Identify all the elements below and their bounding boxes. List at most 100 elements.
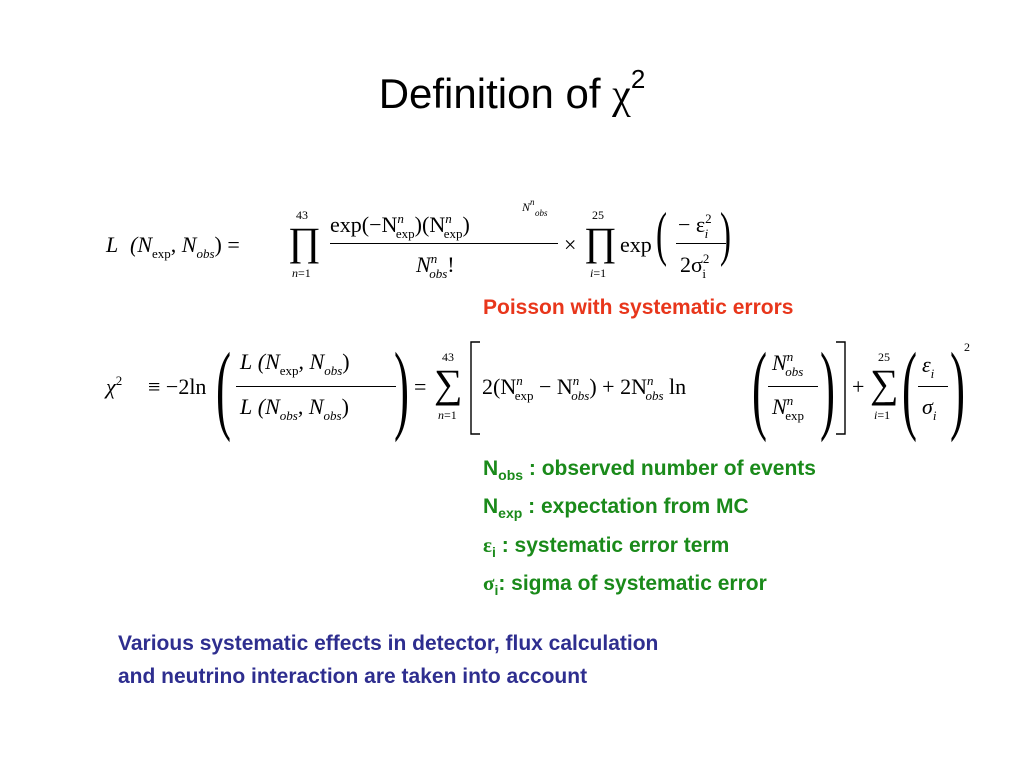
eps-sup: 2 — [705, 211, 712, 226]
prod-upper: 43 — [296, 208, 308, 222]
sup-n-2: n — [445, 211, 452, 226]
comma: , — [170, 232, 177, 257]
big-paren-close: ) — [720, 201, 731, 267]
den-n: N — [308, 394, 324, 419]
prod-lower-1: 1 — [304, 266, 311, 280]
power-sub: obs — [535, 208, 548, 218]
slide-title: Definition of χ2 — [0, 64, 1024, 119]
power-sup: n — [530, 197, 535, 207]
def-sub: i — [491, 544, 496, 560]
num-n: N — [309, 349, 325, 374]
def-sub: exp — [498, 505, 523, 521]
sum-lower-n: n — [438, 408, 444, 422]
def-symbol: σ — [483, 571, 495, 595]
plus-sign: + — [852, 374, 865, 399]
den-open-n: (N — [257, 394, 280, 419]
exp-word: exp — [620, 232, 652, 257]
def-text: : systematic error term — [495, 534, 730, 557]
denominator-n: N — [416, 252, 431, 277]
definition-item: σi: sigma of systematic error — [483, 568, 816, 606]
num-sub-exp: exp — [279, 363, 299, 378]
den-close: ) — [341, 394, 349, 419]
exp-fraction-bar — [676, 243, 726, 244]
minus-n: − N — [539, 374, 573, 399]
sum-symbol-2: ∑ — [870, 361, 899, 406]
close-paren: ) — [214, 232, 222, 257]
ln-den-sub: exp — [785, 408, 804, 423]
prod2-lower-i: i — [590, 266, 594, 280]
def-sub: obs — [498, 467, 524, 483]
sigma-sub: i — [702, 266, 706, 281]
title-power: 2 — [630, 64, 646, 94]
ln-fraction-bar — [768, 386, 818, 387]
product-symbol: ∏ — [288, 219, 321, 264]
prod2-lower-1: 1 — [600, 266, 607, 280]
definition-item: εi : systematic error term — [483, 530, 816, 568]
t3-sup: n — [646, 373, 654, 388]
definition-item: Nexp : expectation from MC — [483, 492, 816, 530]
eps-num: ε — [922, 352, 931, 377]
ln: ln — [669, 374, 687, 399]
t2-sub: obs — [571, 388, 590, 403]
sum2-upper: 25 — [878, 350, 890, 364]
sub-obs: obs — [196, 246, 215, 261]
eps-num-sub: i — [930, 366, 935, 381]
den-sub-obs: obs — [279, 408, 298, 423]
equiv-minus-2ln: ≡ −2ln — [148, 374, 207, 399]
minus-eps: − ε — [678, 212, 706, 237]
numerator-exp: exp(−N — [330, 212, 398, 237]
ln-num-sub: obs — [785, 364, 804, 379]
def-text: : observed number of events — [523, 457, 816, 480]
factorial: ! — [447, 252, 455, 277]
num-comma: , — [298, 349, 305, 374]
def-text: : sigma of systematic error — [498, 572, 767, 595]
den-sub: obs — [429, 266, 448, 281]
t1-sup: n — [516, 373, 523, 388]
right-bracket — [836, 341, 846, 435]
den-sub-obs-2: obs — [323, 408, 342, 423]
note-line-2: and neutrino interaction are taken into … — [118, 665, 588, 688]
den-L: L — [240, 394, 253, 419]
sigma-den: σ — [922, 394, 933, 419]
ln-num-n: N — [772, 350, 787, 375]
sum2-lower-1: 1 — [884, 408, 891, 422]
def-symbol: N — [483, 457, 499, 480]
outer-sup-2: 2 — [964, 340, 970, 354]
ln-den-sup: n — [786, 393, 794, 408]
prod-lower-eq: = — [298, 266, 305, 280]
plus-2n: ) + 2N — [589, 374, 647, 399]
fraction-bar — [330, 243, 558, 244]
times-sign: × — [564, 232, 577, 257]
chisq-equals: = — [414, 374, 427, 399]
def-text: : expectation from MC — [522, 495, 749, 518]
two-open-n: 2(N — [482, 374, 517, 399]
chi: χ — [106, 374, 116, 399]
lhs-func: L — [106, 232, 119, 257]
two-sigma: 2σ — [680, 252, 703, 277]
sum-symbol: ∑ — [434, 361, 463, 406]
ln-den-n: N — [772, 394, 787, 419]
eps-sigma-bar — [918, 386, 948, 387]
title-text: Definition of — [378, 70, 613, 117]
ratio-bar — [236, 386, 396, 387]
chi-symbol: χ — [612, 72, 631, 118]
def-sub: i — [494, 582, 499, 598]
t2-sup: n — [572, 373, 580, 388]
prod2-upper: 25 — [592, 208, 604, 222]
prod2-lower-eq: = — [593, 266, 601, 280]
t1-sub: exp — [514, 388, 534, 403]
eps-sub: i — [704, 226, 709, 241]
var-n: N — [181, 232, 197, 257]
def-symbol: ε — [483, 533, 492, 557]
poisson-note: Poisson with systematic errors — [483, 296, 794, 319]
num-sub-obs: obs — [324, 363, 343, 378]
product-symbol-2: ∏ — [584, 219, 617, 264]
sum-upper: 43 — [442, 350, 454, 364]
numerator-close: ) — [462, 212, 470, 237]
den-comma: , — [297, 394, 304, 419]
sum-lower-1: 1 — [450, 408, 457, 422]
equals-sign: = — [227, 232, 240, 257]
sup-n: n — [397, 211, 404, 226]
